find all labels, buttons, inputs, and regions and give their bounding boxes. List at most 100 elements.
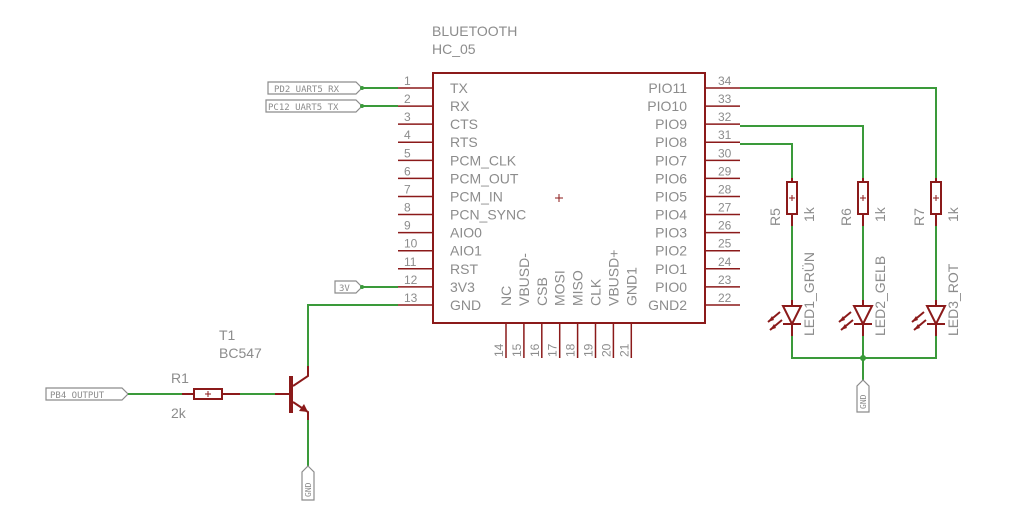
pin-number: 29 (718, 164, 732, 178)
pin-label: TX (450, 80, 469, 96)
pin-number: 1 (404, 74, 411, 88)
pin-number: 21 (617, 343, 631, 357)
pin-number: 13 (404, 291, 418, 305)
pin-label: PIO10 (647, 98, 687, 114)
pin-label: PIO9 (655, 116, 687, 132)
pin-number: 25 (718, 237, 732, 251)
module-value: HC_05 (432, 41, 476, 57)
flag-tx[interactable]: PC12_UART5_TX (265, 99, 363, 113)
flag-rx[interactable]: PD2_UART5_RX (267, 81, 363, 95)
r1-value: 2k (171, 405, 187, 421)
flag-pb4[interactable]: PB4_OUTPUT (45, 387, 129, 401)
pin-label: RTS (450, 134, 478, 150)
bottom-pin-group: 14NC15VBUSD-16CSB17MOSI18MISO19CLK20VBUS… (492, 250, 639, 358)
pin-right-34[interactable]: 34 PIO11 (648, 74, 740, 96)
pin-number: 33 (718, 92, 732, 106)
junction-led-gnd (860, 355, 866, 361)
r7-value: 1k (945, 206, 961, 222)
pin-number: 4 (404, 128, 411, 142)
pin-right-27[interactable]: 27 PIO4 (655, 201, 740, 223)
resistor-r7[interactable] (930, 178, 942, 226)
r5-value: 1k (801, 206, 817, 222)
resistor-r6[interactable] (857, 178, 869, 226)
led3[interactable] (911, 300, 947, 336)
pin-right-32[interactable]: 32 PIO9 (655, 110, 740, 132)
pin-number: 23 (718, 273, 732, 287)
pin-label: NC (498, 286, 514, 306)
pin-number: 28 (718, 182, 732, 196)
pin-label: AIO0 (450, 225, 482, 241)
pin-label: RST (450, 261, 478, 277)
t1-value: BC547 (219, 345, 262, 361)
pin-right-29[interactable]: 29 PIO6 (655, 164, 740, 186)
flag-3v[interactable]: 3V (334, 280, 363, 294)
r1-body[interactable] (193, 388, 223, 400)
pin-label: PIO11 (648, 80, 687, 96)
pin-number: 17 (546, 343, 560, 357)
pin-number: 6 (404, 164, 411, 178)
pin-number: 10 (404, 237, 418, 251)
pin-number: 30 (718, 146, 732, 160)
flag-gnd-transistor[interactable]: GND (301, 465, 315, 501)
flag-gnd-leds[interactable]: GND (856, 379, 870, 413)
pin-label: CLK (588, 278, 604, 306)
led2-label: LED2_GELB (872, 256, 888, 336)
resistor-r5[interactable] (786, 178, 798, 226)
led3-label: LED3_ROT (945, 263, 961, 336)
pin-number: 26 (718, 219, 732, 233)
led2[interactable] (838, 300, 874, 336)
pin-number: 20 (599, 343, 613, 357)
flag-pb4-label: PB4_OUTPUT (50, 391, 105, 401)
module-body[interactable] (432, 72, 706, 324)
pin-label: PCM_CLK (450, 152, 517, 168)
pin-number: 15 (510, 343, 524, 357)
junction-tx (360, 104, 364, 108)
pin-number: 27 (718, 201, 732, 215)
pin-number: 34 (718, 74, 732, 88)
pin-number: 16 (528, 343, 542, 357)
pin-label: PIO6 (655, 170, 687, 186)
led1[interactable] (767, 300, 803, 336)
t1-name: T1 (219, 327, 236, 343)
transistor-t1[interactable] (275, 366, 309, 420)
pin-number: 32 (718, 110, 732, 124)
pin-left-1[interactable]: 1 TX (398, 74, 469, 96)
pin-number: 24 (718, 255, 732, 269)
pin-right-33[interactable]: 33 PIO10 (647, 92, 740, 114)
pin-left-4[interactable]: 4 RTS (398, 128, 478, 150)
pin-left-9[interactable]: 9 AIO0 (398, 219, 482, 241)
led1-label: LED1_GRÜN (800, 252, 817, 336)
r1-name: R1 (171, 370, 189, 386)
pin-number: 9 (404, 219, 411, 233)
wire-pio11-r7 (740, 87, 937, 178)
pin-label: PIO4 (655, 207, 687, 223)
